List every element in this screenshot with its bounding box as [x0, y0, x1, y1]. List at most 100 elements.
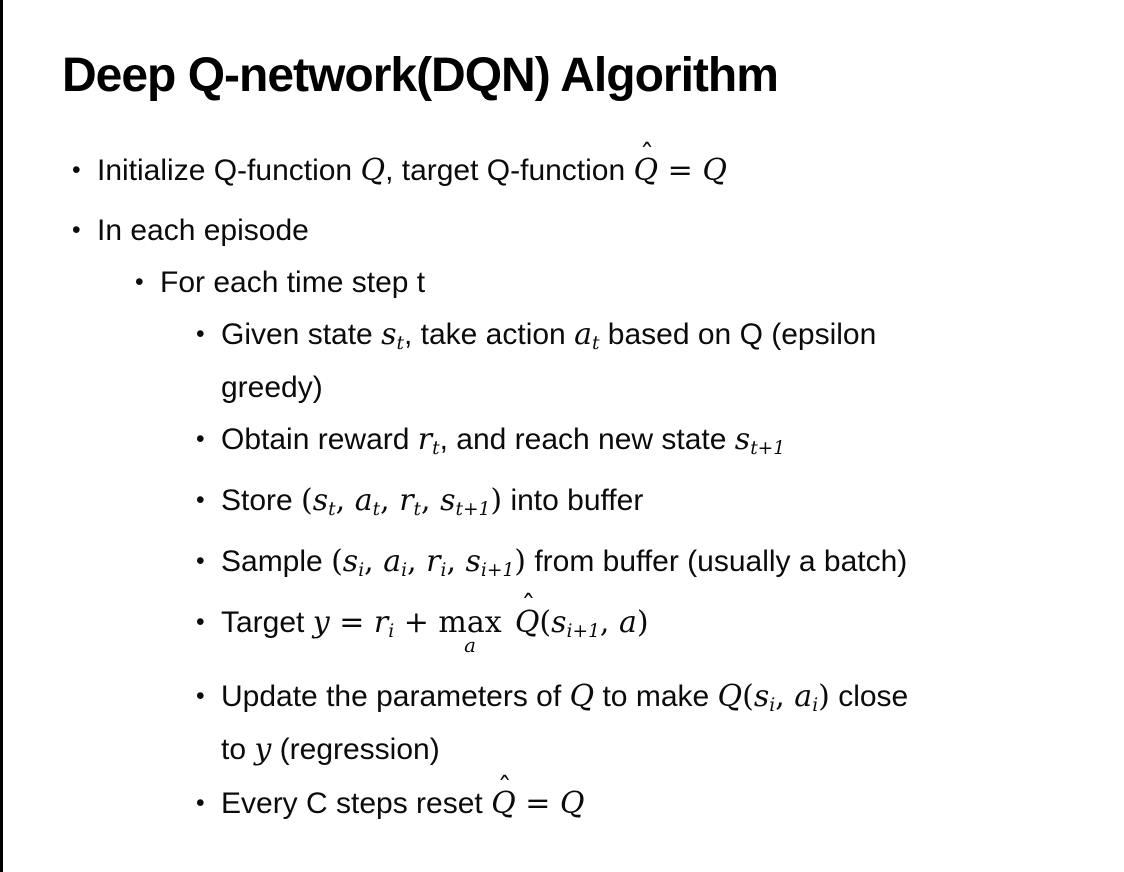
bullet-text: For each time step t — [160, 261, 1124, 305]
math-roman-run: ( — [539, 604, 552, 640]
underscript-var: a — [464, 634, 476, 658]
math-roman-run: , — [421, 482, 441, 518]
math-var: s — [342, 543, 359, 579]
math-var: s — [381, 317, 397, 353]
bullet-marker: • — [196, 683, 205, 711]
math-subscript: i+1 — [480, 559, 515, 581]
math-subscript: i — [440, 559, 447, 581]
math-roman-run: , — [446, 543, 466, 579]
text-run: Initialize Q-function — [97, 154, 361, 188]
math-var: s — [753, 679, 770, 715]
math-roman-run: ( — [742, 679, 754, 715]
bullet-marker: • — [135, 269, 144, 297]
bullet-item: •Initialize Q-function Q, target Q-funct… — [72, 141, 1124, 193]
math-var: Q — [717, 679, 743, 715]
text-run: Obtain reward — [221, 423, 418, 457]
bullet-text: Update the parameters of Q to make Q(si,… — [221, 675, 1124, 772]
math-var: Q — [491, 786, 516, 822]
math-roman-run: , — [599, 604, 619, 640]
math-var: s — [551, 604, 567, 640]
bullet-marker: • — [196, 426, 205, 454]
math-var: s — [734, 422, 751, 458]
math-roman-run: ) — [636, 604, 649, 640]
text-run: Sample — [221, 544, 332, 578]
bullet-text: Store (st, at, rt, st+1) into buffer — [221, 479, 1124, 532]
bullet-text: In each episode — [97, 209, 1124, 253]
text-run: to make — [594, 680, 718, 714]
bullet-text: Initialize Q-function Q, target Q-functi… — [97, 141, 1124, 193]
bullet-item: •Given state st, take action at based on… — [196, 313, 1124, 410]
math-var: a — [383, 543, 402, 579]
math-roman-run: = — [329, 604, 374, 640]
slide-left-edge-line — [0, 0, 3, 872]
bullet-marker: • — [196, 790, 205, 818]
math-roman-run: ( — [301, 482, 313, 518]
math-subscript: i — [401, 559, 408, 581]
text-run: For each time step t — [160, 266, 426, 300]
bullet-list: • Initialize Q-function Q, target Q-funct… — [0, 141, 1124, 826]
math-var: s — [312, 482, 329, 518]
math-var: a — [618, 604, 637, 640]
operator-name: max — [438, 604, 502, 640]
math-roman-run: , — [775, 679, 795, 715]
math-subscript: i — [812, 695, 819, 717]
math-subscript: t — [372, 498, 381, 520]
math-subscript: t — [328, 498, 336, 520]
text-run: , and reach new state — [439, 423, 735, 457]
math-var: r — [417, 422, 433, 458]
bullet-item: • For each time step t — [135, 261, 1124, 305]
text-run: into buffer — [502, 483, 644, 517]
text-run: Target — [221, 605, 313, 639]
math-subscript: t+1 — [750, 437, 786, 459]
math-var: s — [440, 482, 456, 518]
math-subscript: i — [769, 695, 776, 717]
text-run: from buffer (usually a batch) — [526, 544, 908, 578]
math-subscript: t — [432, 437, 440, 459]
bullet-item: • Store (st, at, rt, st+1) into buffer — [196, 479, 1124, 532]
bullet-marker: • — [196, 321, 205, 349]
math-var: y — [254, 732, 272, 768]
text-run: Every C steps reset — [221, 787, 492, 821]
math-roman-run: ) — [818, 679, 830, 715]
math-roman-run: , — [335, 482, 355, 518]
math-subscript: t — [591, 333, 600, 355]
math-var: Q — [360, 153, 386, 189]
bullet-text: Obtain reward rt, and reach new state st… — [221, 418, 1124, 471]
bullet-marker: • — [196, 486, 205, 514]
text-run: , take action — [403, 318, 575, 352]
slide-title: Deep Q-network(DQN) Algorithm — [62, 49, 779, 102]
math-roman-run: ) — [514, 543, 526, 579]
bullet-item: • Update the parameters of Q to make Q(si… — [196, 675, 1124, 772]
hat-accent: ˆ — [497, 771, 512, 805]
math-subscript: i — [358, 559, 365, 581]
text-run: based on Q (epsilon — [599, 318, 877, 352]
bullet-item: •In each episode — [72, 209, 1124, 253]
math-var: Q — [702, 153, 727, 189]
math-var: r — [399, 482, 414, 518]
text-run: Store — [221, 483, 302, 517]
math-roman-run: = — [515, 786, 560, 822]
math-roman-run: + — [394, 604, 439, 640]
bullet-marker: • — [196, 608, 205, 636]
math-subscript: t — [413, 498, 422, 520]
math-subscript: i — [388, 620, 395, 642]
bullet-marker: • — [196, 547, 205, 575]
math-roman-run — [505, 605, 515, 640]
math-roman-run: , — [380, 482, 400, 518]
text-run: close — [829, 680, 909, 714]
math-var: Q — [514, 604, 540, 640]
math-var: y — [312, 604, 330, 640]
bullet-item: • Obtain reward rt, and reach new state s… — [196, 418, 1124, 471]
bullet-text: Given state st, take action at based on … — [221, 313, 1124, 410]
text-run: (regression) — [271, 733, 440, 767]
text-run: greedy) — [221, 371, 323, 405]
math-subscript: t+1 — [455, 498, 491, 520]
hat-accent: ˆ — [521, 590, 536, 624]
text-run: Given state — [221, 318, 382, 352]
